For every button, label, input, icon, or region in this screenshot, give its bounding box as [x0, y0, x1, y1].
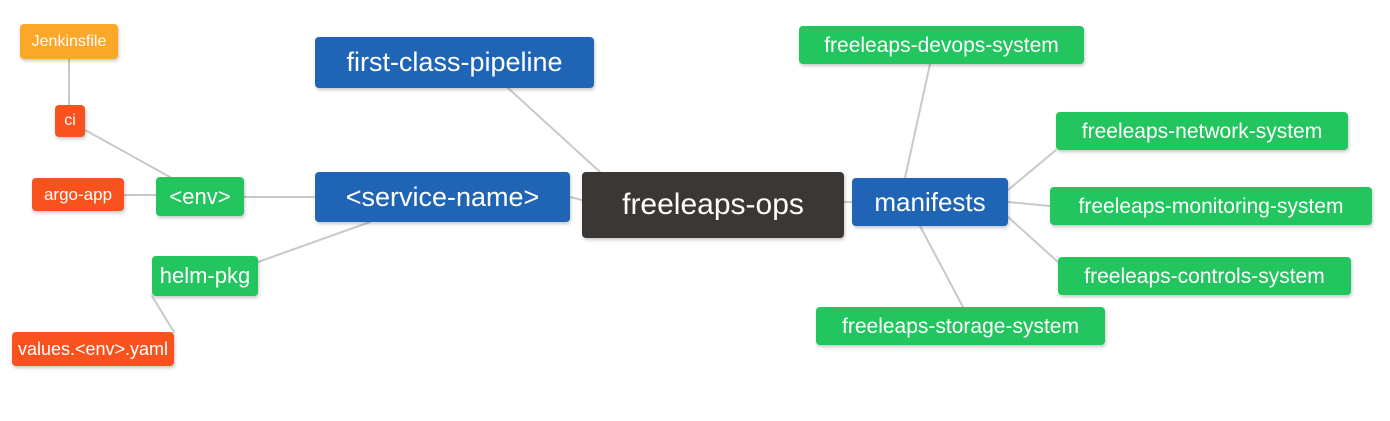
node-freeleaps-storage-system[interactable]: freeleaps-storage-system: [816, 307, 1105, 345]
node-label-service-name: <service-name>: [345, 181, 540, 212]
node-label-freeleaps-monitoring-system: freeleaps-monitoring-system: [1078, 194, 1344, 218]
edge-env-ci: [84, 129, 171, 178]
node-label-manifests: manifests: [874, 187, 986, 217]
node-label-freeleaps-ops: freeleaps-ops: [622, 188, 804, 221]
node-jenkinsfile[interactable]: Jenkinsfile: [20, 24, 118, 59]
node-values-env-yaml[interactable]: values.<env>.yaml: [12, 332, 174, 366]
node-label-freeleaps-controls-system: freeleaps-controls-system: [1084, 264, 1325, 288]
edge-service-name-helm-pkg: [257, 221, 371, 263]
node-argo-app[interactable]: argo-app: [32, 178, 124, 211]
node-env[interactable]: <env>: [156, 177, 244, 216]
edge-manifests-storage: [919, 225, 964, 308]
node-ci[interactable]: ci: [55, 105, 85, 137]
node-label-freeleaps-storage-system: freeleaps-storage-system: [842, 314, 1079, 338]
node-label-jenkinsfile: Jenkinsfile: [31, 32, 107, 50]
node-service-name[interactable]: <service-name>: [315, 172, 570, 222]
edge-manifests-controls: [1007, 216, 1059, 263]
node-label-env: <env>: [169, 183, 231, 209]
node-label-freeleaps-devops-system: freeleaps-devops-system: [824, 33, 1059, 57]
node-freeleaps-network-system[interactable]: freeleaps-network-system: [1056, 112, 1348, 150]
edge-helm-pkg-values: [151, 295, 175, 333]
edge-manifests-monitoring: [1007, 201, 1051, 207]
node-freeleaps-devops-system[interactable]: freeleaps-devops-system: [799, 26, 1084, 64]
node-first-class-pipeline[interactable]: first-class-pipeline: [315, 37, 594, 88]
node-freeleaps-ops[interactable]: freeleaps-ops: [582, 172, 844, 238]
node-helm-pkg[interactable]: helm-pkg: [152, 256, 258, 296]
node-label-first-class-pipeline: first-class-pipeline: [346, 47, 563, 77]
edge-ops-first-class-pipeline: [507, 87, 601, 173]
node-freeleaps-controls-system[interactable]: freeleaps-controls-system: [1058, 257, 1351, 295]
edge-ops-service-name: [569, 196, 583, 201]
node-label-argo-app: argo-app: [43, 185, 113, 204]
node-label-helm-pkg: helm-pkg: [159, 263, 251, 288]
node-label-ci: ci: [64, 112, 76, 129]
edge-manifests-devops: [904, 63, 931, 179]
node-freeleaps-monitoring-system[interactable]: freeleaps-monitoring-system: [1050, 187, 1372, 225]
node-label-freeleaps-network-system: freeleaps-network-system: [1081, 119, 1323, 143]
node-label-values-env-yaml: values.<env>.yaml: [17, 339, 169, 359]
node-manifests[interactable]: manifests: [852, 178, 1008, 226]
edge-manifests-network: [1007, 149, 1057, 191]
